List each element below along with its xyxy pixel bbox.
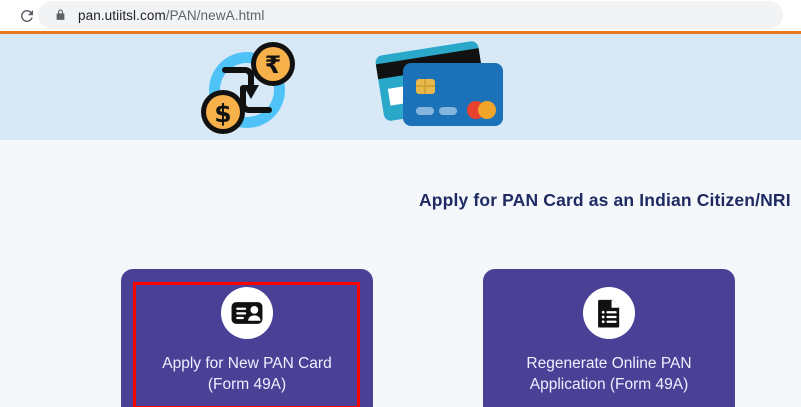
- banner-illustration: ₹ $: [201, 41, 503, 134]
- orange-top-rule: [0, 31, 801, 34]
- url-host: pan.utiitsl.com: [78, 7, 166, 23]
- reload-icon: [20, 9, 33, 22]
- id-card-icon-circle: [221, 287, 273, 339]
- card-label-line2: (Form 49A): [207, 376, 287, 393]
- browser-toolbar: pan.utiitsl.com/PAN/newA.html: [0, 0, 801, 31]
- regenerate-online-pan-application-label: Regenerate Online PAN Application (Form …: [491, 353, 727, 395]
- regenerate-online-pan-application-button[interactable]: Regenerate Online PAN Application (Form …: [483, 269, 735, 407]
- url-text: pan.utiitsl.com/PAN/newA.html: [78, 8, 264, 23]
- document-list-icon: [598, 299, 620, 328]
- apply-new-pan-card-label: Apply for New PAN Card (Form 49A): [129, 353, 365, 395]
- svg-text:$: $: [214, 99, 231, 128]
- apply-new-pan-card-button[interactable]: Apply for New PAN Card (Form 49A): [121, 269, 373, 407]
- page-title: Apply for PAN Card as an Indian Citizen/…: [419, 190, 791, 210]
- web-page-content: ₹ $: [0, 31, 801, 407]
- address-bar[interactable]: pan.utiitsl.com/PAN/newA.html: [38, 1, 783, 29]
- currency-exchange-icon: ₹ $: [201, 42, 295, 134]
- svg-text:₹: ₹: [265, 51, 282, 79]
- document-list-icon-circle: [583, 287, 635, 339]
- card-label-line1: Apply for New PAN Card: [162, 355, 332, 372]
- card-label-line1: Regenerate Online PAN: [526, 355, 692, 372]
- id-card-icon: [231, 302, 263, 324]
- hero-banner: ₹ $: [0, 34, 801, 140]
- lock-icon: [56, 9, 65, 20]
- card-label-line2: Application (Form 49A): [529, 376, 689, 393]
- url-path: /PAN/newA.html: [165, 7, 265, 23]
- reload-button[interactable]: [14, 3, 40, 29]
- credit-cards-icon: [375, 41, 503, 126]
